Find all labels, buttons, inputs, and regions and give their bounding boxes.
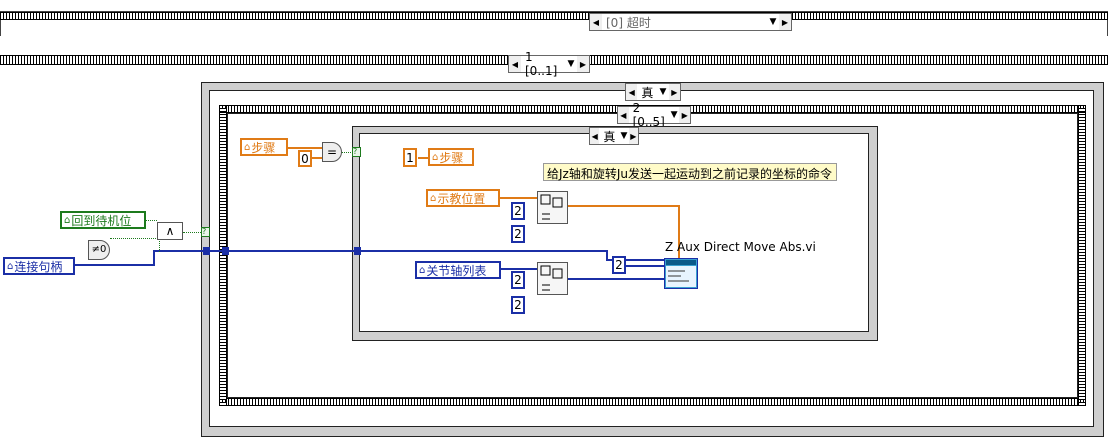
array-subset-icon xyxy=(540,194,563,220)
joint-axis-list-label: 关节轴列表 xyxy=(426,263,487,278)
constant-two-a[interactable]: 2 xyxy=(511,202,525,220)
const-value: 2 xyxy=(514,227,522,241)
teach-pos-wire[interactable] xyxy=(499,197,539,199)
const-value: 0 xyxy=(301,151,309,166)
connection-handle-label: 连接句柄 xyxy=(14,259,63,274)
connection-handle-local[interactable]: ⌂连接句柄 xyxy=(3,257,75,275)
and-symbol: ∧ xyxy=(165,224,175,238)
teach-pos-wire[interactable] xyxy=(678,205,680,263)
true-case-inner-label: 真 xyxy=(603,129,616,144)
tunnel xyxy=(222,247,229,255)
inner-sequence-frame-bottom xyxy=(219,398,1086,406)
decrement-arrow-icon[interactable]: ◀ xyxy=(509,56,521,72)
step-local-label: 步骤 xyxy=(251,140,276,155)
decrement-arrow-icon[interactable]: ◀ xyxy=(618,107,629,123)
const-value: 2 xyxy=(514,204,522,218)
home-icon: ⌂ xyxy=(7,260,14,272)
boolean-wire[interactable] xyxy=(183,232,203,233)
home-icon: ⌂ xyxy=(432,151,439,163)
sequence-frame-label: 1 [0..1] xyxy=(525,50,558,78)
teach-position-label: 示教位置 xyxy=(437,191,486,206)
dropdown-arrow-icon[interactable]: ▼ xyxy=(620,131,628,141)
step-target-label: 步骤 xyxy=(439,150,464,165)
const-wire[interactable] xyxy=(626,265,666,267)
constant-two-e[interactable]: 2 xyxy=(612,256,626,274)
step-target-local[interactable]: ⌂步骤 xyxy=(428,148,474,166)
handle-wire[interactable] xyxy=(75,264,155,266)
dropdown-arrow-icon[interactable]: ▼ xyxy=(670,110,678,120)
inner-sequence-label: 2 [0..5] xyxy=(632,101,665,129)
case-selector-terminal: ? xyxy=(201,227,210,237)
not-equal-zero-node[interactable]: ≠0 xyxy=(88,240,110,260)
return-standby-label: 回到待机位 xyxy=(71,213,132,228)
true-case-inner-selector[interactable]: ◀ 真 ▼ ▶ xyxy=(589,127,639,145)
handle-wire[interactable] xyxy=(153,250,608,252)
case-selector-terminal: ? xyxy=(352,147,361,157)
step-wire[interactable] xyxy=(418,157,430,159)
const-value: 2 xyxy=(514,273,522,287)
step-constant-zero[interactable]: 0 xyxy=(298,150,312,167)
and-node[interactable]: ∧ xyxy=(157,222,183,240)
dropdown-arrow-icon[interactable]: ▼ xyxy=(769,17,777,27)
dropdown-arrow-icon[interactable]: ▼ xyxy=(659,87,667,97)
handle-wire[interactable] xyxy=(606,250,608,260)
step-wire[interactable] xyxy=(287,147,323,149)
boolean-wire[interactable] xyxy=(110,238,160,252)
tunnel xyxy=(354,247,361,255)
increment-arrow-icon[interactable]: ▶ xyxy=(668,84,680,100)
equal-compare-node[interactable]: = xyxy=(322,142,342,162)
step-wire[interactable] xyxy=(312,157,324,159)
boolean-wire[interactable] xyxy=(145,220,157,221)
subvi-icon xyxy=(666,260,696,287)
compare-symbol: = xyxy=(326,145,338,159)
const-value: 2 xyxy=(514,298,522,312)
decrement-arrow-icon[interactable]: ◀ xyxy=(590,128,600,144)
step-local-variable[interactable]: ⌂步骤 xyxy=(240,138,288,156)
sequence-frame-selector[interactable]: ◀ 1 [0..1] ▼ ▶ xyxy=(508,50,590,78)
constant-two-c[interactable]: 2 xyxy=(511,271,525,289)
tunnel xyxy=(203,247,210,255)
inner-sequence-frame-left xyxy=(219,105,227,406)
joint-axis-list-local[interactable]: ⌂关节轴列表 xyxy=(415,261,501,279)
increment-arrow-icon[interactable]: ▶ xyxy=(679,107,690,123)
true-case-outer-selector[interactable]: ◀ 真 ▼ ▶ xyxy=(625,83,681,101)
increment-arrow-icon[interactable]: ▶ xyxy=(628,128,638,144)
handle-wire[interactable] xyxy=(606,259,666,261)
subvi-label: Z Aux Direct Move Abs.vi xyxy=(665,240,816,254)
zaux-move-abs-subvi[interactable] xyxy=(664,258,698,289)
outer-case-frame xyxy=(0,12,1108,20)
comment-label: 给Jz轴和旋转Ju发送一起运动到之前记录的坐标的命令 xyxy=(543,163,837,181)
inner-sequence-selector[interactable]: ◀ 2 [0..5] ▼ ▶ xyxy=(617,101,691,129)
inner-sequence-frame-right xyxy=(1078,105,1086,406)
dropdown-arrow-icon[interactable]: ▼ xyxy=(567,59,575,69)
increment-arrow-icon[interactable]: ▶ xyxy=(577,56,589,72)
constant-two-d[interactable]: 2 xyxy=(511,296,525,314)
return-standby-local[interactable]: ⌂回到待机位 xyxy=(60,211,146,229)
joint-list-wire[interactable] xyxy=(568,278,666,280)
constant-two-b[interactable]: 2 xyxy=(511,225,525,243)
boolean-wire[interactable] xyxy=(341,152,353,153)
outer-case-label: [0] 超时 xyxy=(606,15,651,30)
decrement-arrow-icon[interactable]: ◀ xyxy=(626,84,638,100)
handle-wire[interactable] xyxy=(153,250,155,266)
array-subset-node[interactable] xyxy=(537,191,568,224)
nez-symbol: ≠0 xyxy=(91,244,107,255)
home-icon: ⌂ xyxy=(64,214,71,226)
decrement-arrow-icon[interactable]: ◀ xyxy=(590,14,602,30)
array-subset-icon xyxy=(540,265,563,291)
increment-arrow-icon[interactable]: ▶ xyxy=(779,14,791,30)
constant-one[interactable]: 1 xyxy=(403,148,417,167)
home-icon: ⌂ xyxy=(430,192,437,204)
true-case-outer-label: 真 xyxy=(641,85,654,100)
home-icon: ⌂ xyxy=(419,264,426,276)
array-subset-node[interactable] xyxy=(537,262,568,295)
const-value: 1 xyxy=(406,150,414,165)
home-icon: ⌂ xyxy=(244,141,251,153)
teach-position-local[interactable]: ⌂示教位置 xyxy=(426,189,500,207)
teach-pos-wire[interactable] xyxy=(568,205,680,207)
joint-list-wire[interactable] xyxy=(501,268,539,270)
const-value: 2 xyxy=(615,258,623,272)
outer-case-selector[interactable]: ◀ [0] 超时 ▼ ▶ xyxy=(589,13,792,31)
